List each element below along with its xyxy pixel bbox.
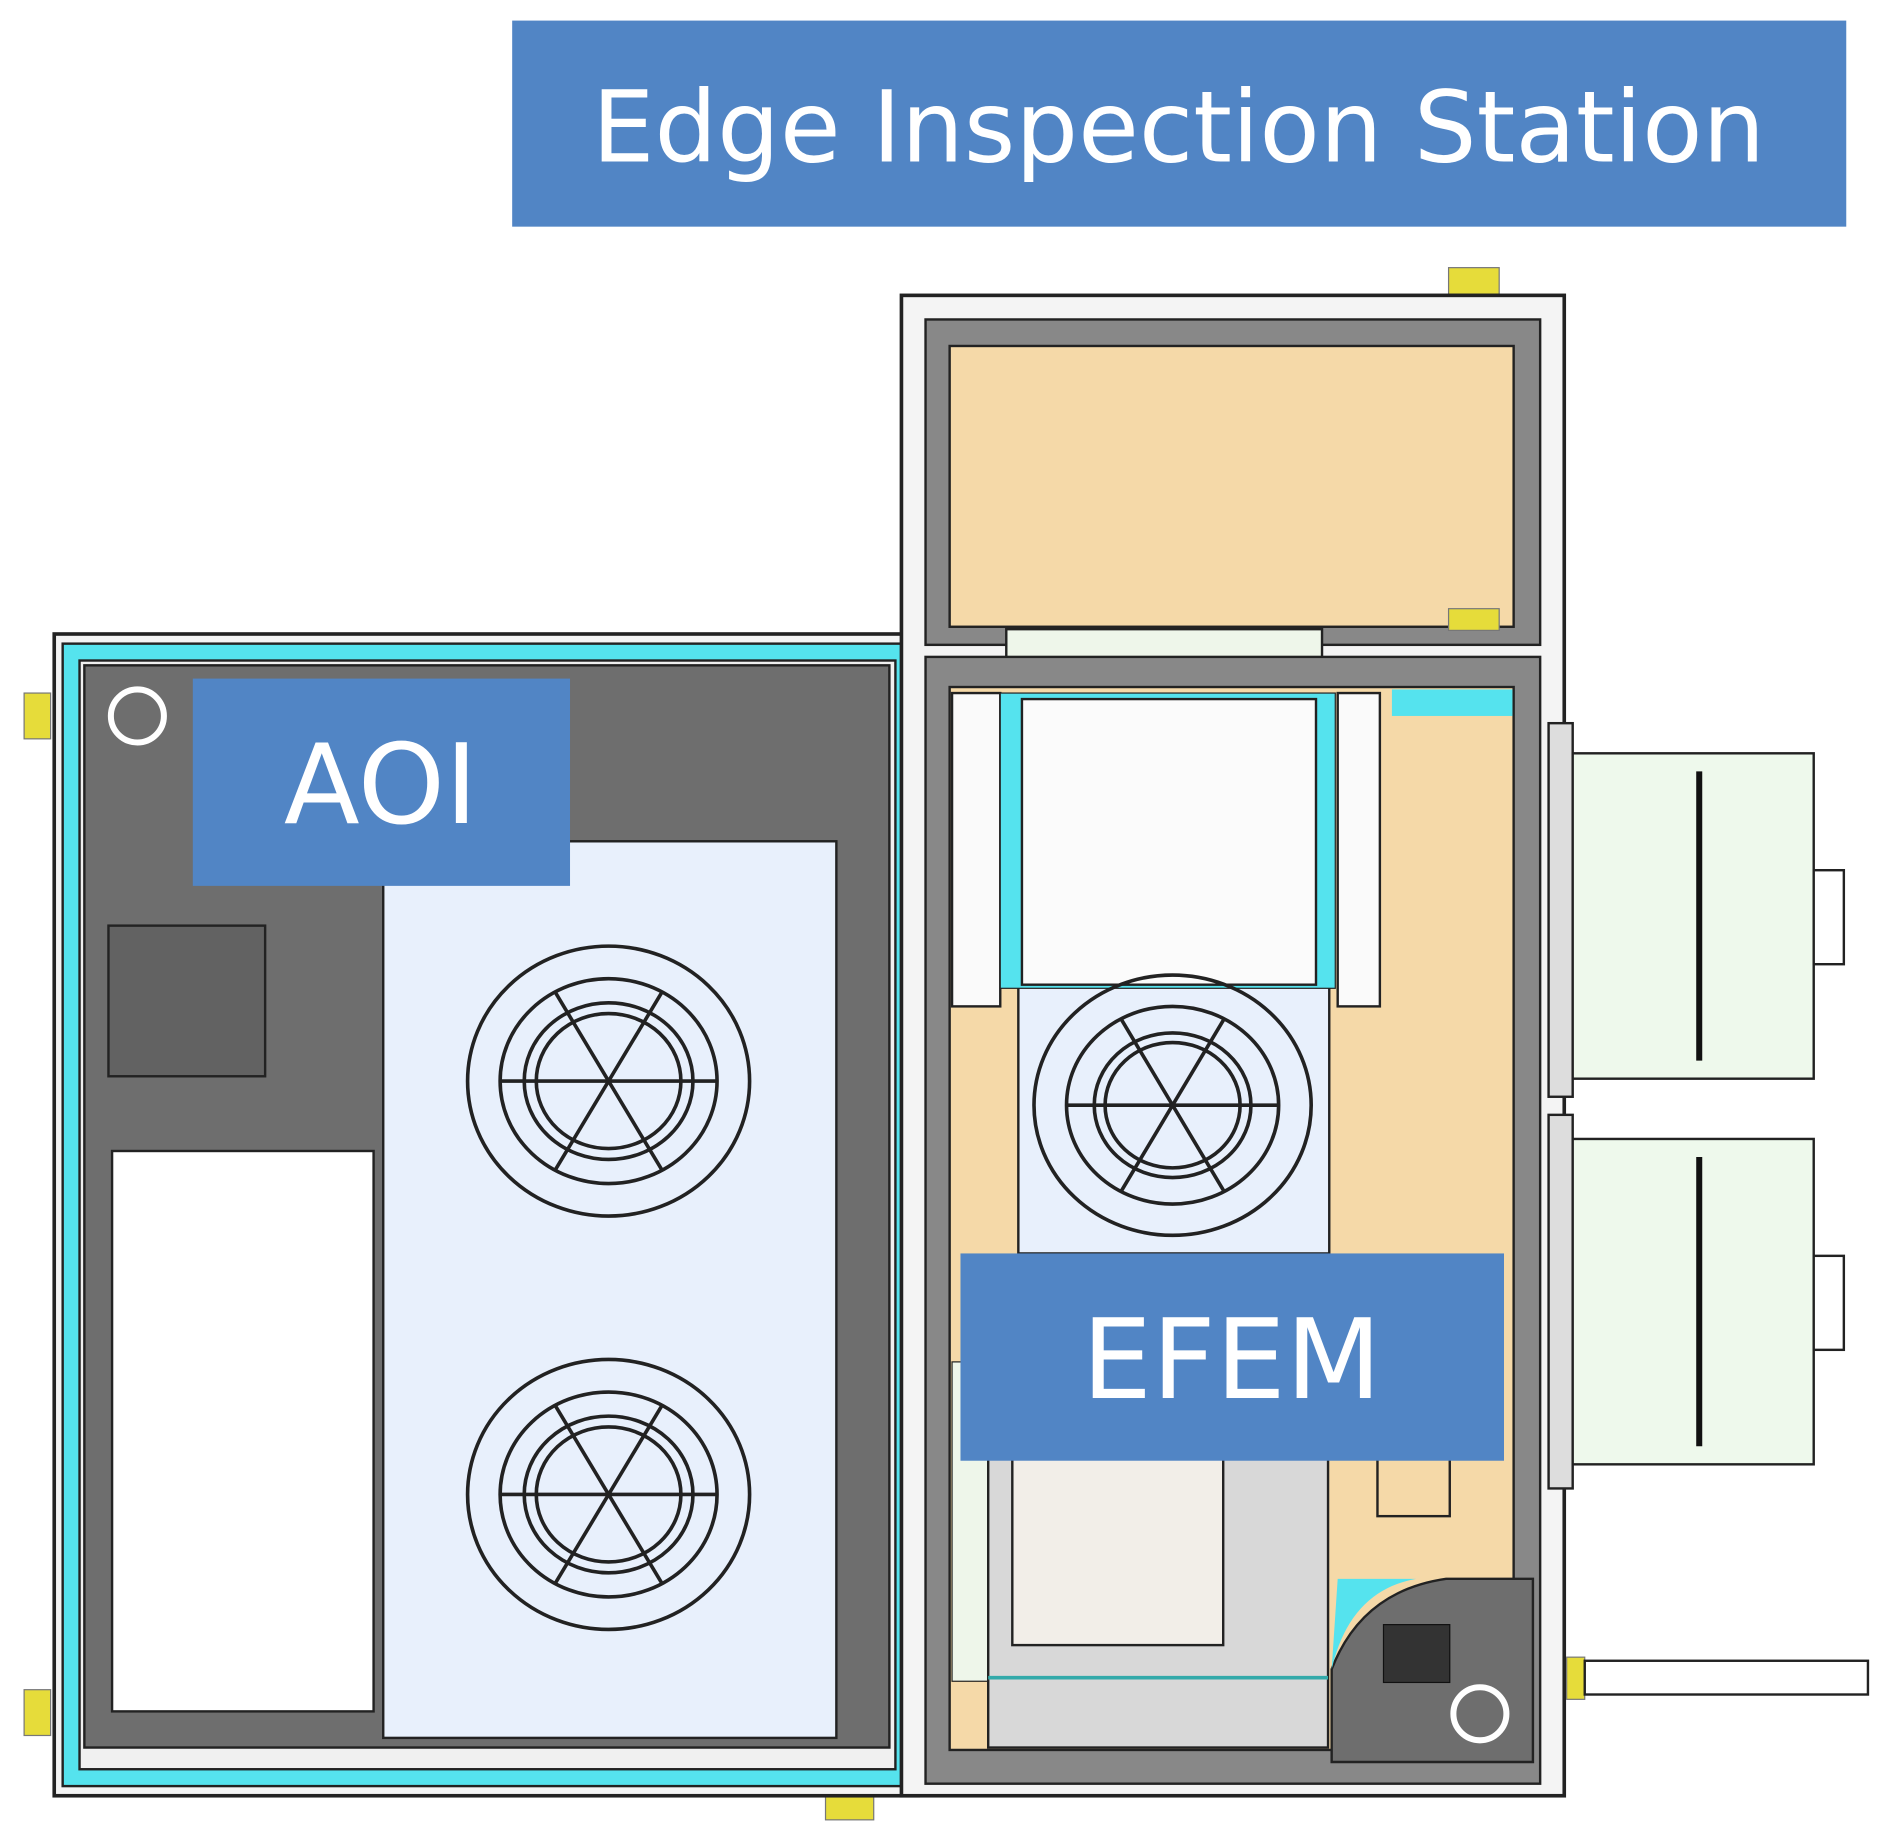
yellow-knob	[824, 1792, 875, 1821]
title-banner: Edge Inspection Station	[512, 20, 1847, 227]
fan-icon	[465, 1357, 752, 1632]
load-port	[1547, 1113, 1846, 1490]
fan-icon	[465, 944, 752, 1218]
yellow-knob	[1447, 267, 1500, 295]
aoi-label: AOI	[192, 678, 571, 886]
efem-label-text: EFEM	[1082, 1296, 1382, 1425]
yellow-knob	[23, 1689, 52, 1737]
aoi-module: AOI	[23, 632, 921, 1821]
load-port	[1547, 721, 1846, 1098]
efem-module: EFEM	[899, 267, 1870, 1798]
title-text: Edge Inspection Station	[592, 71, 1765, 186]
efem-label: EFEM	[960, 1253, 1504, 1461]
yellow-knob	[23, 692, 52, 740]
fan-icon	[1032, 973, 1313, 1238]
aoi-label-text: AOI	[284, 721, 478, 850]
